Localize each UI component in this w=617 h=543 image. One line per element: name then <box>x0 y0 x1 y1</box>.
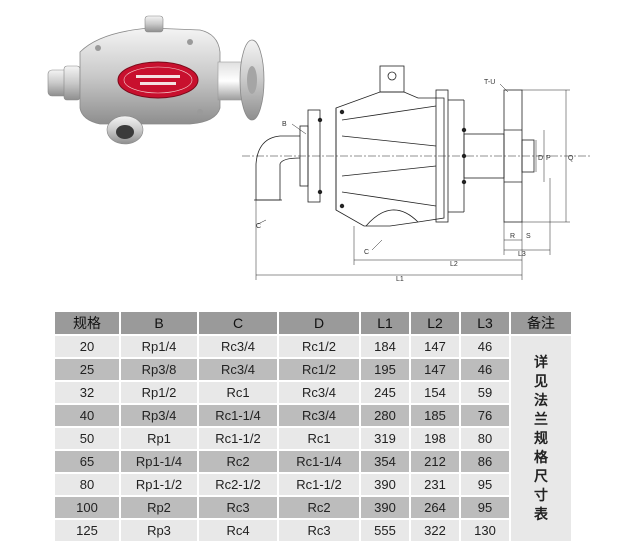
table-cell: 390 <box>359 495 411 520</box>
table-cell: 195 <box>359 357 411 382</box>
table-cell: Rc3 <box>277 518 361 543</box>
table-cell: 212 <box>409 449 461 474</box>
dim-label-c-bottom: C <box>364 249 369 256</box>
table-cell: Rc1-1/2 <box>197 426 279 451</box>
note-text: 详见法兰规格尺寸表 <box>534 354 548 522</box>
table-cell: 231 <box>409 472 461 497</box>
table-cell: Rc1-1/2 <box>277 472 361 497</box>
table-cell: 59 <box>459 380 511 405</box>
table-cell: 184 <box>359 334 411 359</box>
header-d: D <box>277 310 361 336</box>
table-cell: Rp2 <box>119 495 199 520</box>
dim-label-l2: L2 <box>450 261 458 268</box>
table-cell: 154 <box>409 380 461 405</box>
header-l3: L3 <box>459 310 511 336</box>
table-cell: 264 <box>409 495 461 520</box>
technical-drawing: B C C T-U R S L3 L2 L1 D P Q <box>242 65 590 283</box>
header-note: 备注 <box>509 310 573 336</box>
table-cell: Rc4 <box>197 518 279 543</box>
dim-label-r: R <box>510 233 515 240</box>
table-cell: Rc1 <box>197 380 279 405</box>
table-header-row: 规格 B C D L1 L2 L3 备注 <box>53 310 573 336</box>
product-photo <box>47 15 265 145</box>
dim-label-b: B <box>282 121 287 128</box>
dim-label-l1: L1 <box>396 276 404 283</box>
table-cell: 147 <box>409 334 461 359</box>
table-cell: Rc3/4 <box>197 357 279 382</box>
table-cell: 130 <box>459 518 511 543</box>
table-cell: Rc3 <box>197 495 279 520</box>
table-cell: 198 <box>409 426 461 451</box>
table-cell: Rp1/2 <box>119 380 199 405</box>
header-l2: L2 <box>409 310 461 336</box>
table-cell: 20 <box>53 334 121 359</box>
table-cell: Rp1 <box>119 426 199 451</box>
table-cell: Rc3/4 <box>197 334 279 359</box>
table-cell: Rp1-1/2 <box>119 472 199 497</box>
note-cell: 详见法兰规格尺寸表 <box>509 334 573 543</box>
table-cell: Rc1-1/4 <box>197 403 279 428</box>
header-b: B <box>119 310 199 336</box>
dim-label-p: P <box>546 155 551 162</box>
table-cell: Rc1-1/4 <box>277 449 361 474</box>
dim-label-q: Q <box>568 155 574 162</box>
table-cell: Rp1/4 <box>119 334 199 359</box>
table-cell: 555 <box>359 518 411 543</box>
header-size: 规格 <box>53 310 121 336</box>
table-cell: Rp1-1/4 <box>119 449 199 474</box>
table-cell: 322 <box>409 518 461 543</box>
table-cell: 245 <box>359 380 411 405</box>
table-cell: 80 <box>459 426 511 451</box>
dim-label-c-elbow: C <box>256 223 261 230</box>
table-cell: 147 <box>409 357 461 382</box>
table-cell: 50 <box>53 426 121 451</box>
table-cell: 95 <box>459 472 511 497</box>
table-cell: Rc3/4 <box>277 403 361 428</box>
dim-label-tu: T-U <box>484 79 495 86</box>
table-cell: 280 <box>359 403 411 428</box>
brand-label-plate <box>117 61 199 99</box>
table-cell: 125 <box>53 518 121 543</box>
dim-label-d: D <box>538 155 543 162</box>
table-cell: 95 <box>459 495 511 520</box>
table-cell: Rc2 <box>197 449 279 474</box>
table-cell: 354 <box>359 449 411 474</box>
table-cell: 32 <box>53 380 121 405</box>
table-cell: 319 <box>359 426 411 451</box>
table-cell: Rc3/4 <box>277 380 361 405</box>
table-cell: 46 <box>459 357 511 382</box>
table-cell: 65 <box>53 449 121 474</box>
table-cell: 80 <box>53 472 121 497</box>
table-cell: Rp3 <box>119 518 199 543</box>
dim-label-s: S <box>526 233 531 240</box>
table-cell: Rp3/8 <box>119 357 199 382</box>
table-cell: 100 <box>53 495 121 520</box>
table-cell: Rp3/4 <box>119 403 199 428</box>
table-cell: 390 <box>359 472 411 497</box>
dim-label-l3: L3 <box>518 251 526 258</box>
table-cell: 25 <box>53 357 121 382</box>
table-cell: Rc1/2 <box>277 334 361 359</box>
table-cell: Rc2 <box>277 495 361 520</box>
table-cell: Rc1 <box>277 426 361 451</box>
table-cell: 86 <box>459 449 511 474</box>
table-cell: 185 <box>409 403 461 428</box>
table-cell: 40 <box>53 403 121 428</box>
table-cell: Rc1/2 <box>277 357 361 382</box>
table-cell: 46 <box>459 334 511 359</box>
table-cell: 76 <box>459 403 511 428</box>
header-c: C <box>197 310 279 336</box>
header-l1: L1 <box>359 310 411 336</box>
table-cell: Rc2-1/2 <box>197 472 279 497</box>
